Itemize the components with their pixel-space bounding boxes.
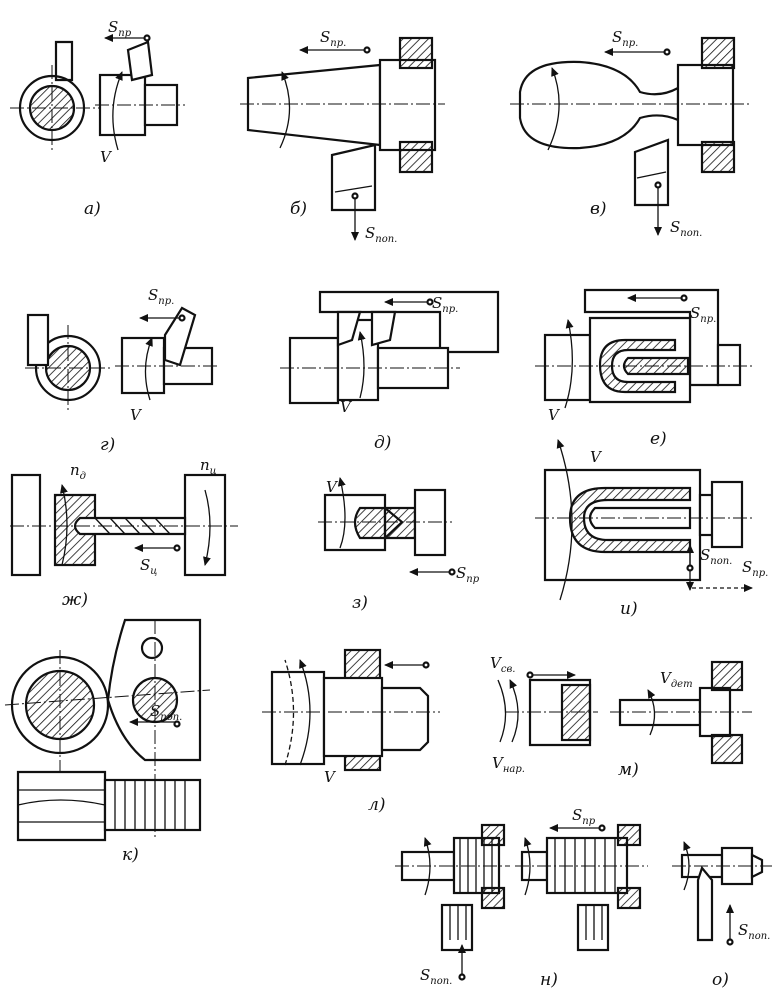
- svg-text:Sпр.: Sпр.: [148, 286, 174, 307]
- scheme-v: Sпр. Sпоп. в): [510, 28, 750, 239]
- scheme-e: Sпр. V е): [535, 288, 752, 449]
- svg-text:nц: nц: [200, 456, 217, 477]
- caption-g: г): [100, 435, 115, 455]
- taper-workpiece: [246, 63, 382, 147]
- parting-tool: [696, 865, 714, 942]
- svg-text:Sпоп.: Sпоп.: [365, 224, 397, 245]
- caption-o: о): [712, 970, 729, 990]
- svg-text:V: V: [100, 148, 113, 166]
- svg-text:V: V: [340, 398, 353, 416]
- scheme-d: Sпр. V д): [280, 290, 500, 453]
- svg-text:Sпоп.: Sпоп.: [420, 966, 452, 987]
- svg-text:V: V: [548, 406, 561, 424]
- scheme-m: Vсв. Vнар. Vдет м): [490, 654, 752, 780]
- svg-text:Sпр.: Sпр.: [320, 28, 346, 49]
- profiled-workpiece: [518, 60, 680, 150]
- scheme-g: Sпр. V г): [25, 286, 220, 455]
- svg-text:Sпоп.: Sпоп.: [670, 218, 702, 239]
- shaped-cutter: [633, 138, 670, 207]
- scheme-n: Sпоп. Sпр н): [395, 806, 648, 990]
- svg-text:Sпоп.: Sпоп.: [738, 921, 770, 942]
- svg-text:Sпр.: Sпр.: [690, 304, 716, 325]
- svg-text:Sпр.: Sпр.: [432, 294, 458, 315]
- svg-text:Sпоп.: Sпоп.: [700, 546, 732, 567]
- svg-text:Vдет: Vдет: [660, 669, 693, 690]
- profiled-part: [16, 770, 107, 842]
- svg-text:Vнар.: Vнар.: [492, 754, 525, 775]
- caption-i: и): [620, 599, 638, 619]
- caption-n: н): [540, 970, 558, 990]
- svg-text:Sпр.: Sпр.: [612, 28, 638, 49]
- svg-text:Sпоп.: Sпоп.: [150, 702, 182, 723]
- caption-l: л): [368, 795, 385, 815]
- caption-k: к): [122, 845, 139, 865]
- scheme-z: V Sпр з): [318, 477, 480, 613]
- scheme-k: Sпоп. к): [4, 618, 211, 865]
- cutter-tool: [126, 40, 154, 82]
- rotation-arrow: [112, 71, 123, 151]
- svg-text:V: V: [324, 768, 337, 786]
- caption-d: д): [374, 433, 391, 453]
- svg-text:V: V: [590, 448, 603, 466]
- scheme-l: V л): [262, 648, 440, 815]
- cutter-tool: [163, 306, 197, 367]
- caption-m: м): [618, 760, 639, 780]
- svg-text:Sпр.: Sпр.: [742, 558, 768, 579]
- svg-text:V: V: [326, 478, 339, 496]
- caption-e: е): [650, 429, 667, 449]
- caption-b: б): [290, 199, 307, 219]
- svg-text:Sпр: Sпр: [456, 564, 480, 585]
- caption-z: з): [352, 593, 368, 613]
- scheme-a: Sпр V а): [10, 18, 185, 219]
- tube-section: [568, 486, 692, 554]
- cutter-tool: [330, 143, 377, 212]
- scheme-b: Sпр. Sпоп. б): [240, 28, 445, 245]
- svg-text:Sпр: Sпр: [108, 18, 132, 39]
- svg-text:nд: nд: [70, 461, 86, 482]
- svg-text:Vсв.: Vсв.: [490, 654, 515, 675]
- scheme-o: Sпоп. о): [672, 841, 772, 990]
- caption-v: в): [590, 199, 607, 219]
- workpiece-section: [28, 84, 76, 132]
- svg-text:V: V: [130, 406, 143, 424]
- scheme-i: V Sпоп. Sпр. и): [535, 439, 768, 619]
- svg-text:Sц: Sц: [140, 556, 157, 577]
- caption-zh: ж): [62, 590, 88, 610]
- svg-text:Sпр: Sпр: [572, 806, 596, 827]
- tube-section: [598, 338, 677, 394]
- scheme-zh: nд nц Sц ж): [10, 456, 238, 610]
- caption-a: а): [84, 199, 101, 219]
